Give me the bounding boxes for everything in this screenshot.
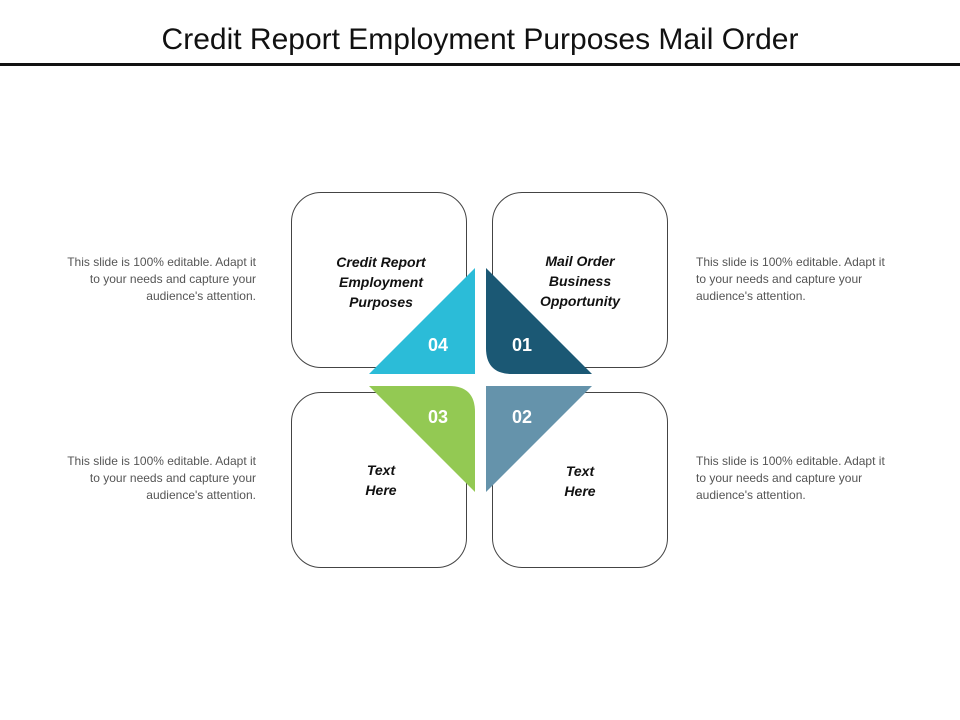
label-line: Credit Report [336, 254, 426, 270]
label-line: Mail Order [545, 253, 615, 269]
description-bottom-right: This slide is 100% editable. Adapt it to… [696, 454, 885, 502]
label-line: Opportunity [539, 293, 621, 309]
label-line: Business [548, 273, 612, 289]
segment-number-04: 04 [427, 335, 449, 355]
segment-number-01: 01 [511, 335, 533, 355]
label-line: Purposes [349, 294, 413, 310]
description-top-left: This slide is 100% editable. Adapt it to… [67, 255, 256, 303]
segment-01 [486, 268, 592, 374]
title-underline [0, 63, 960, 66]
segment-03 [369, 386, 475, 492]
label-line: Here [365, 482, 397, 498]
label-line: Text [366, 462, 396, 478]
label-line: Text [565, 463, 595, 479]
label-line: Employment [338, 274, 423, 290]
description-top-right: This slide is 100% editable. Adapt it to… [696, 255, 885, 303]
segment-04 [369, 268, 475, 374]
label-line: Here [564, 483, 596, 499]
label-text-here-right: Text Here [505, 461, 655, 501]
segment-number-02: 02 [511, 407, 533, 427]
description-bottom-left: This slide is 100% editable. Adapt it to… [67, 454, 256, 502]
slide-title: Credit Report Employment Purposes Mail O… [161, 23, 799, 56]
label-credit-report: Credit Report Employment Purposes [306, 252, 456, 312]
label-mail-order: Mail Order Business Opportunity [505, 251, 655, 311]
segment-02 [486, 386, 592, 492]
label-text-here-left: Text Here [306, 460, 456, 500]
segment-number-03: 03 [427, 407, 449, 427]
